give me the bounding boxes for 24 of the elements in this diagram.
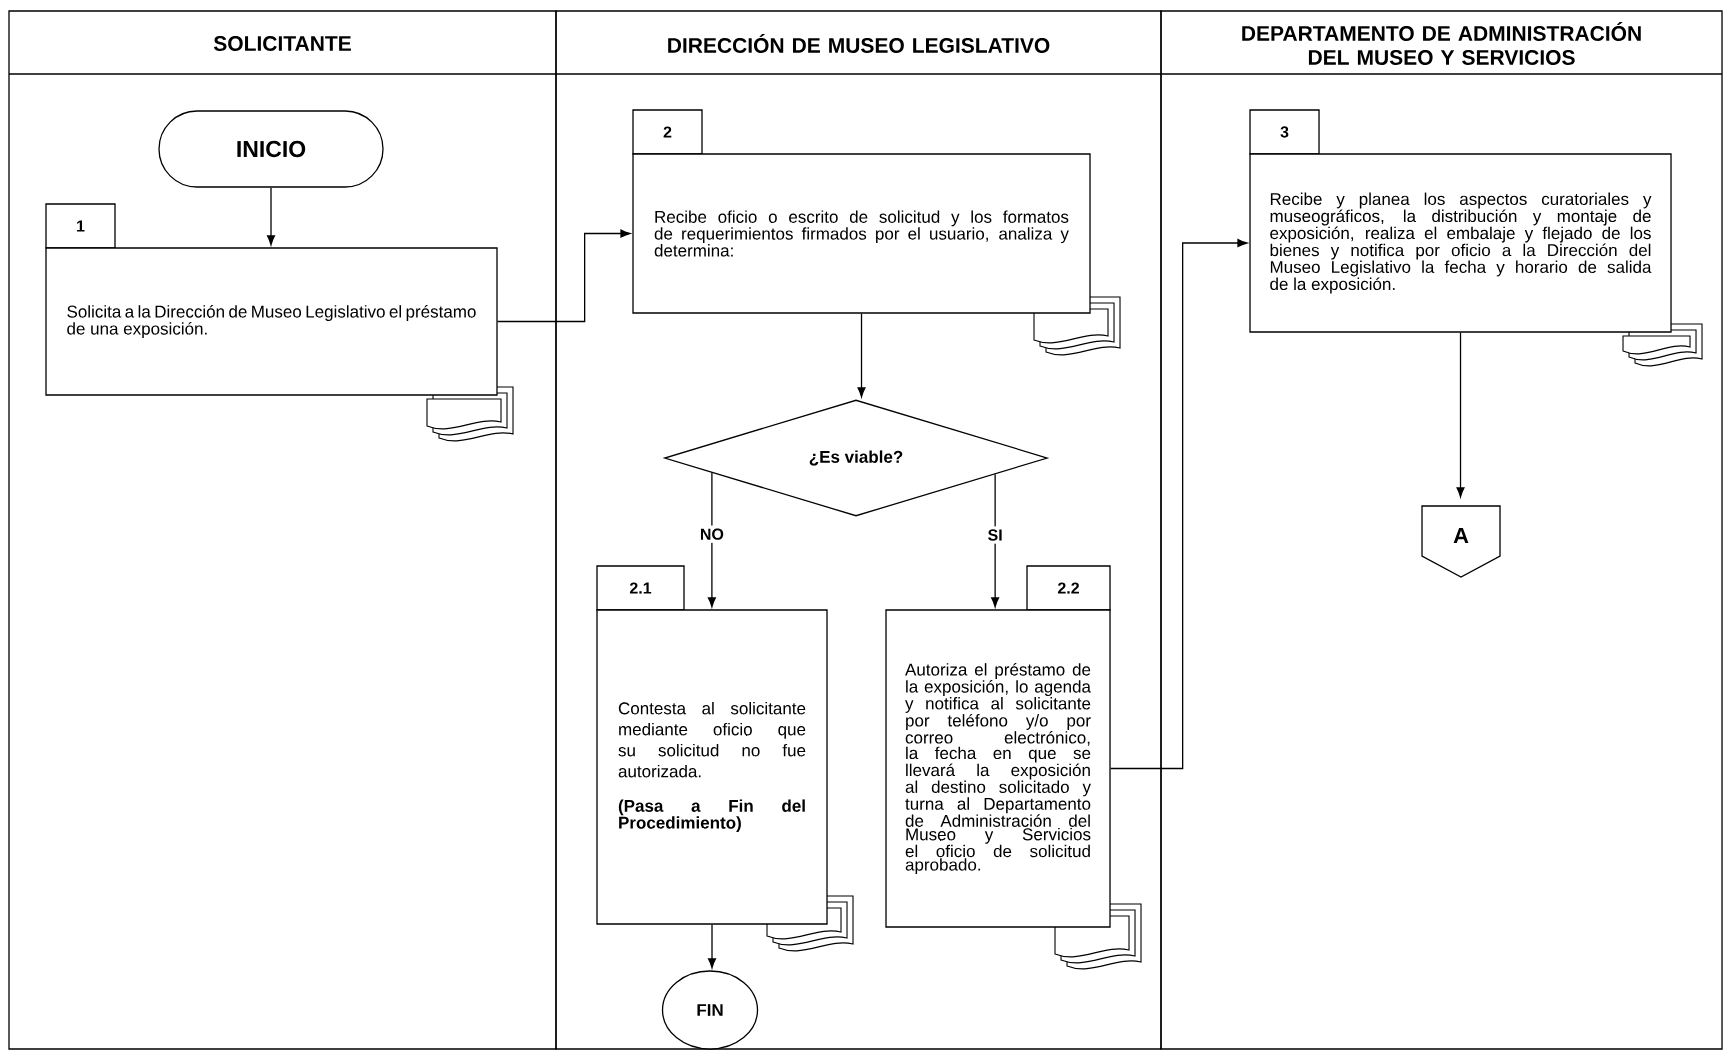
arrow bbox=[1456, 332, 1465, 498]
arrow bbox=[708, 924, 717, 969]
edge-label: NO bbox=[696, 525, 727, 543]
node-label: 3 bbox=[1280, 126, 1289, 138]
process-box: Solicita a la Dirección de Museo Legislativo el préstamo de una exposición. 1 bbox=[45, 203, 498, 396]
end-terminal: FIN bbox=[661, 970, 759, 1050]
process-box: Autoriza el préstamo de la exposición, lo agenda y notifica al solicitante por teléfono y/o por correo electrónico, la fecha en que se llevará la exposición al destino solicitado y turna al Departamento de Administración del Museo y Servicios el oficio de solicitud aprobado. 2.2 bbox=[885, 565, 1111, 928]
node-label: 2.2 bbox=[1057, 582, 1079, 594]
node-label: 2 bbox=[663, 126, 672, 138]
arrow bbox=[267, 187, 275, 246]
arrow bbox=[991, 473, 1000, 608]
process-box: Recibe oficio o escrito de solicitud y los formatos de requerimientos firmados por el usuario, analiza y determina: 2 bbox=[632, 109, 1091, 314]
edge-label: SI bbox=[984, 526, 1006, 544]
process-box: Recibe y planea los aspectos curatoriales y museográficos, la distribución y montaje de exposición, realiza el embalaje y flejado de los bienes y notifica por oficio a la Dirección del Museo Legislativo la fecha y horario de salida de la exposición. 3 bbox=[1249, 109, 1672, 333]
node-label: 1 bbox=[77, 220, 85, 232]
process-box: Contesta al solicitante mediante oficio que su solicitud no fue autorizada. (Pasa a Fin del Procedimiento) 2.1 bbox=[596, 565, 828, 925]
arrow bbox=[707, 472, 716, 608]
node-label: FIN bbox=[697, 1004, 723, 1016]
arrow bbox=[857, 313, 866, 398]
arrow bbox=[497, 229, 631, 323]
arrow bbox=[1110, 239, 1248, 770]
offpage-connector: A bbox=[1421, 505, 1501, 578]
node-label: 2.1 bbox=[629, 582, 652, 594]
start-terminal: INICIO bbox=[158, 110, 384, 188]
